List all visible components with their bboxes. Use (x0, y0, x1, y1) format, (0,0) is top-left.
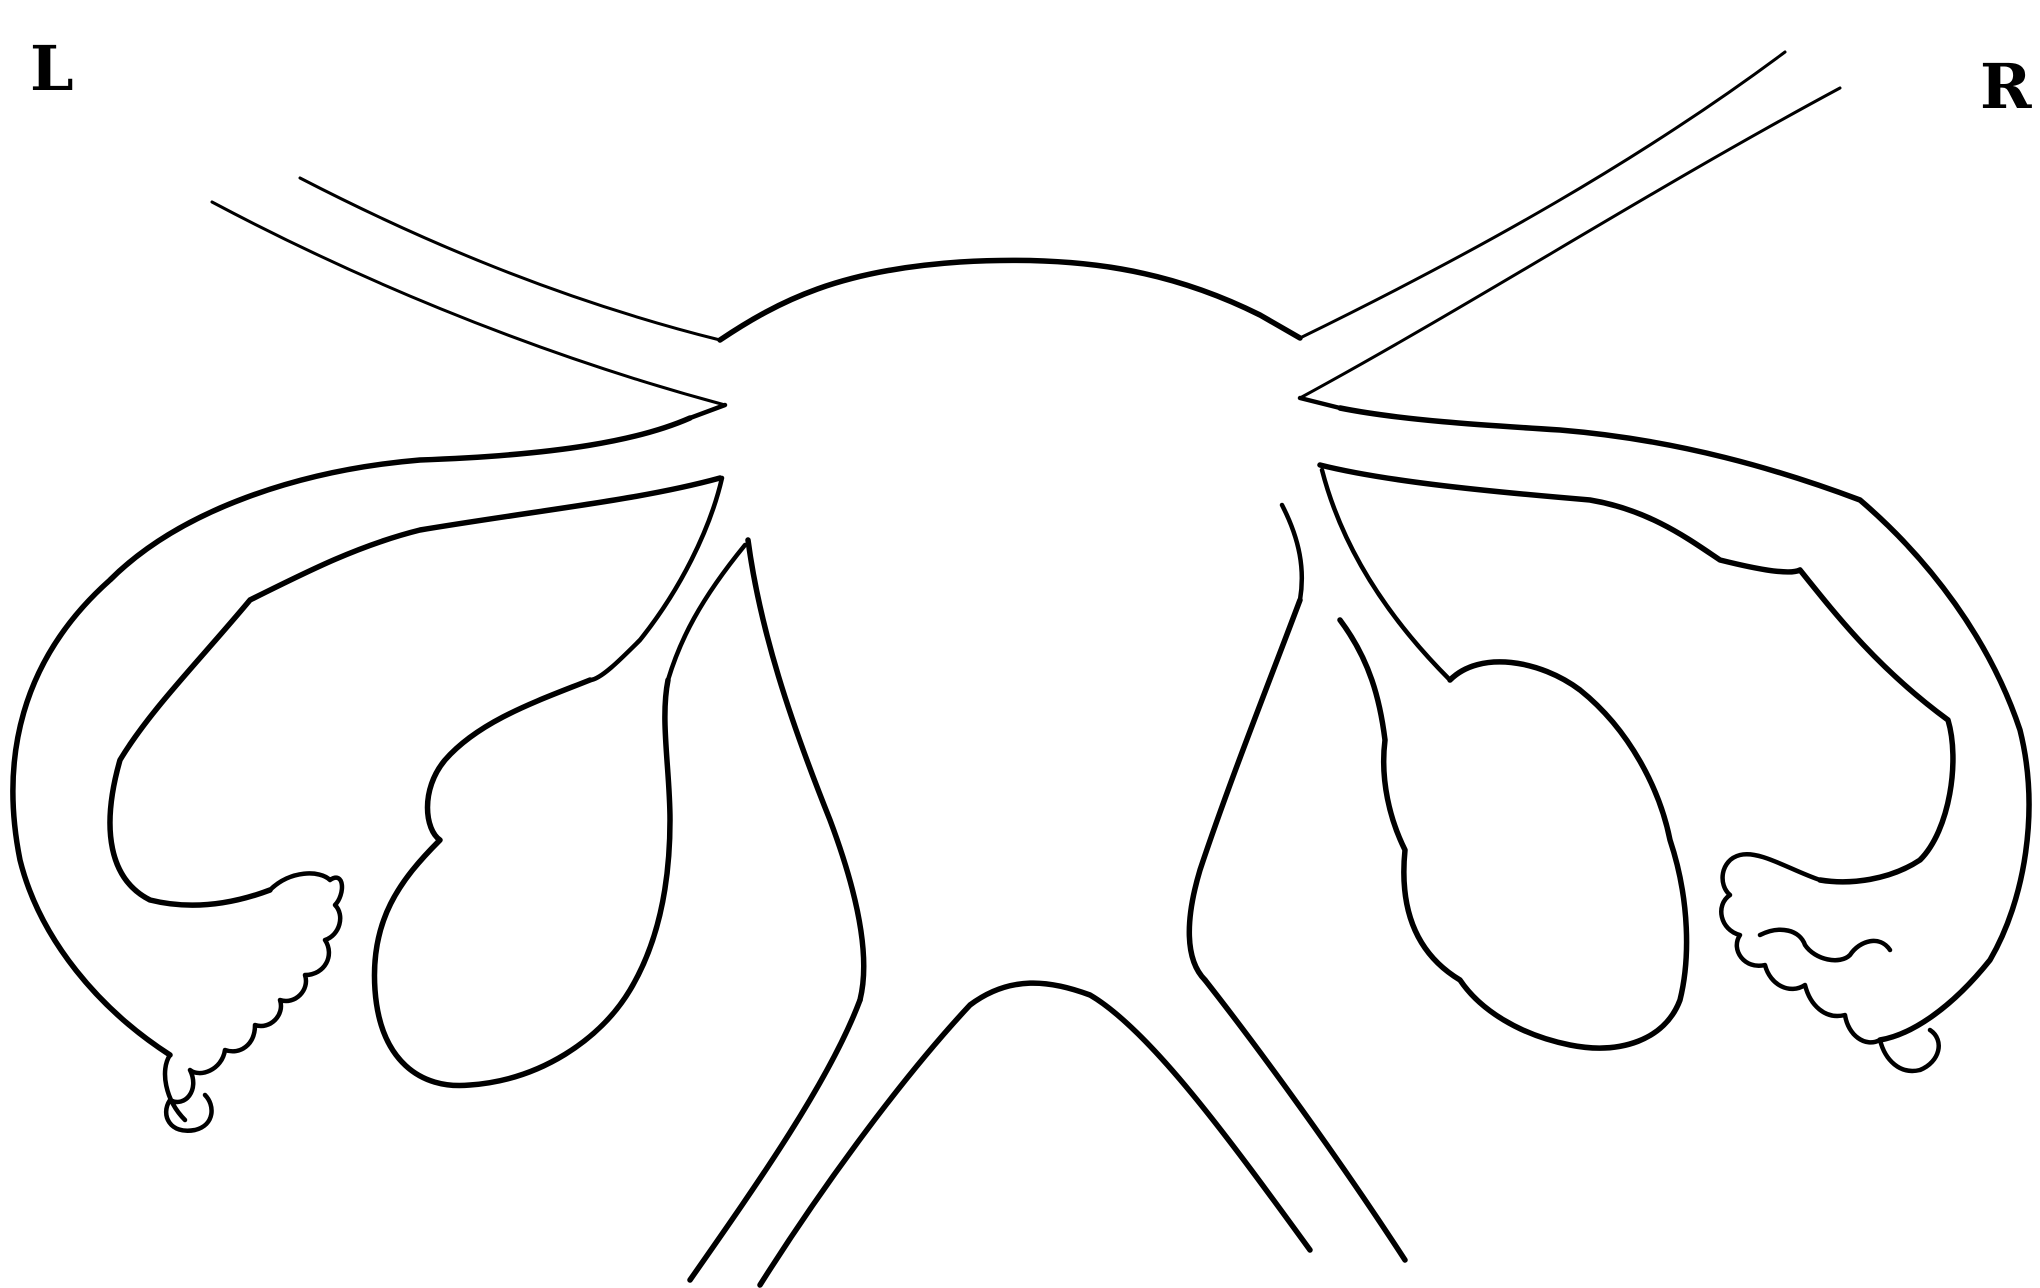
right-cornu-tip (1300, 398, 1340, 408)
right-fallopian-tube-inner (1320, 465, 1953, 882)
right-ovarian-ligament (1322, 470, 1450, 680)
left-fallopian-tube-inner (110, 478, 720, 905)
right-uterine-wall (1189, 600, 1300, 980)
left-fallopian-tube-outer (13, 418, 690, 1055)
cervix-arch (760, 983, 1310, 1285)
right-ovary (1340, 620, 1687, 1048)
left-broad-ligament (668, 545, 745, 680)
left-round-ligament-lower (212, 202, 725, 405)
left-fimbriae (165, 873, 342, 1130)
left-vaginal-wall (690, 1000, 860, 1280)
right-round-ligament-lower (1300, 88, 1840, 398)
right-fimbriae (1721, 854, 1938, 1071)
right-vaginal-wall (1205, 980, 1405, 1260)
right-side-label: R (1980, 56, 2032, 118)
left-round-ligament-upper (300, 178, 720, 340)
left-ovary (374, 680, 670, 1086)
right-broad-ligament (1282, 505, 1302, 600)
left-side-label: L (30, 38, 74, 100)
left-ovarian-ligament (590, 478, 722, 680)
left-uterine-wall (748, 540, 864, 1000)
right-round-ligament-upper (1300, 52, 1785, 338)
uterine-fundus-outline (720, 260, 1300, 340)
left-cornu-tip (690, 405, 725, 418)
